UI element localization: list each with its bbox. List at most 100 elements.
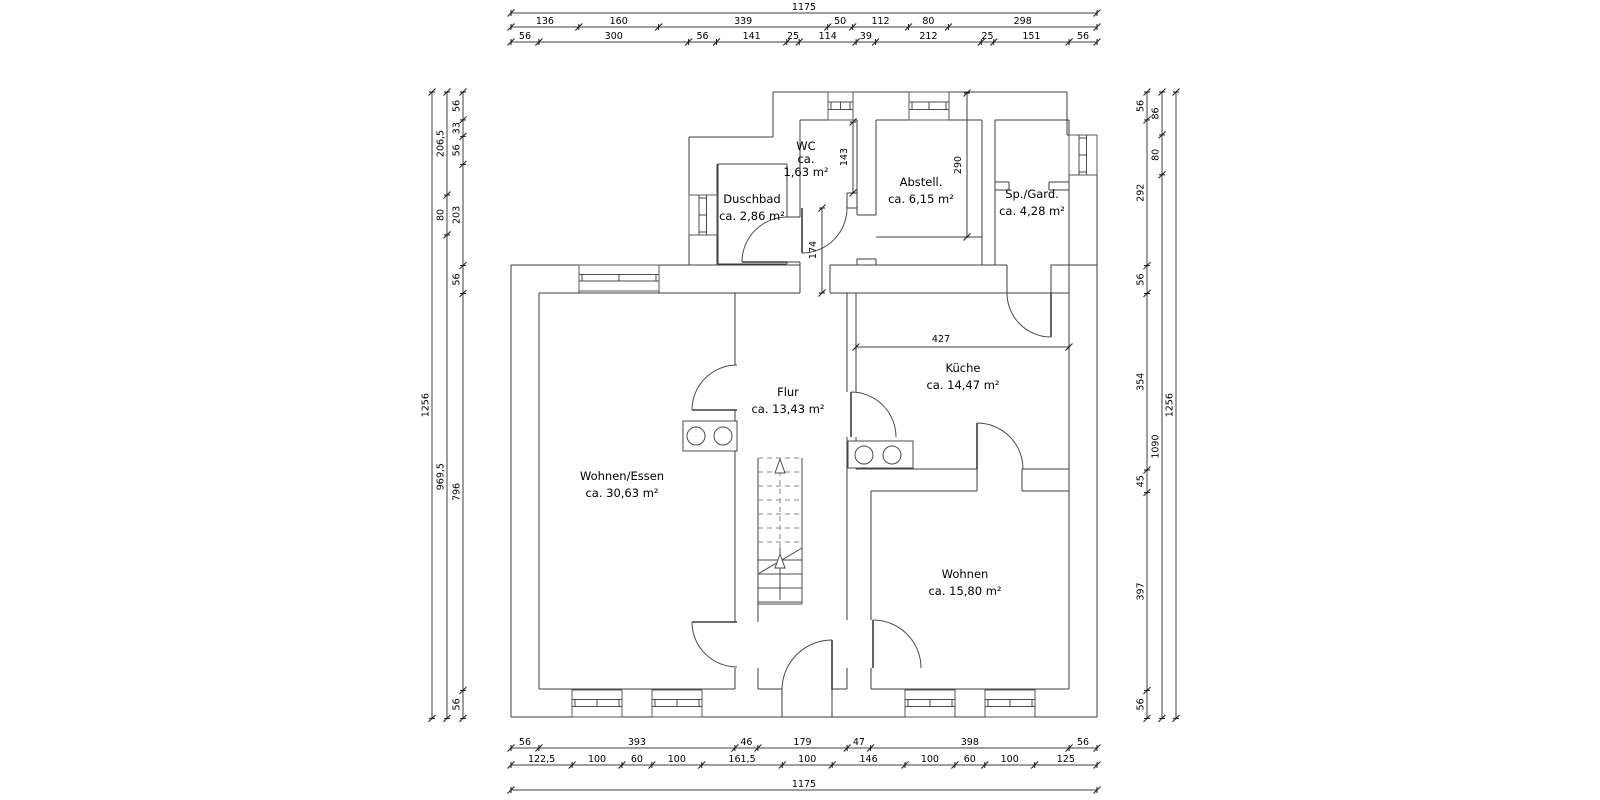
dimension-label: 1090 <box>1151 434 1162 458</box>
dimension-label: 397 <box>1136 582 1147 600</box>
dimension-label: 298 <box>1014 16 1032 27</box>
dimension-label: 56 <box>519 737 531 748</box>
door-kueche-wohnen-swing <box>976 422 1024 470</box>
dimension-label: 146 <box>860 754 878 765</box>
room-label-flur: Flur ca. 13,43 m² <box>751 385 824 416</box>
dimension-label: 39 <box>860 31 872 42</box>
interior-dimension: 143 <box>839 118 857 197</box>
dimension-label: 25 <box>981 31 993 42</box>
dimension-label: 56 <box>1136 698 1147 710</box>
room-label-text: Küche <box>946 361 981 375</box>
dimension-label: 46 <box>740 737 752 748</box>
dimension-label: 100 <box>1001 754 1019 765</box>
dimension-label: 203 <box>452 206 463 224</box>
room-label-text: WC <box>796 139 815 153</box>
dimension-label: 45 <box>1136 475 1147 487</box>
dimension-label: 143 <box>839 148 850 166</box>
window-symbol <box>571 689 623 718</box>
dimension-label: 56 <box>1136 100 1147 112</box>
dimension-label: 60 <box>631 754 643 765</box>
dimension-label: 56 <box>452 144 463 156</box>
dimension-label: 47 <box>853 737 865 748</box>
room-label-text: ca. 2,86 m² <box>719 209 785 223</box>
dimension-label: 56 <box>1136 273 1147 285</box>
door-wohnessen-hall-swing <box>691 621 738 668</box>
dimension-label: 292 <box>1136 184 1147 202</box>
dimension-label: 100 <box>798 754 816 765</box>
dimension-label: 141 <box>743 31 761 42</box>
dimension-label: 33 <box>452 122 463 134</box>
interior-dimension: 427 <box>852 334 1073 351</box>
room-label-text: Abstell. <box>900 175 943 189</box>
window-symbol <box>578 264 660 292</box>
dimension-label: 398 <box>961 737 979 748</box>
window-symbol <box>651 689 703 718</box>
dimension-label: 1256 <box>421 393 432 417</box>
staircase <box>757 457 803 605</box>
room-label-text: ca. <box>797 152 814 166</box>
basin-unit-flur <box>682 420 738 452</box>
dimension-label: 56 <box>1077 737 1089 748</box>
room-label-duschbad: Duschbad ca. 2,86 m² <box>719 192 785 223</box>
room-label-text: ca. 4,28 m² <box>999 204 1065 218</box>
room-label-text: ca. 13,43 m² <box>751 402 824 416</box>
basin-unit-kueche <box>847 440 914 469</box>
dimension-label: 80 <box>1151 149 1162 161</box>
dimension-label: 25 <box>787 31 799 42</box>
dimension-chain-bottom-total: 1175 <box>507 779 1101 794</box>
dimension-label: 1175 <box>792 2 816 13</box>
door-sp-gard-swing <box>1006 292 1052 338</box>
window-symbol <box>1068 134 1098 176</box>
window-symbol <box>908 91 950 121</box>
dimension-chain-top-total: 1175 <box>507 2 1101 17</box>
dimension-label: 796 <box>452 483 463 501</box>
room-label-text: Wohnen/Essen <box>580 469 664 483</box>
dimension-label: 136 <box>536 16 554 27</box>
dimension-label: 50 <box>834 16 846 27</box>
room-label-text: Wohnen <box>942 567 989 581</box>
dimension-label: 56 <box>452 100 463 112</box>
room-label-text: 1,63 m² <box>783 165 828 179</box>
dimension-label: 1256 <box>1165 393 1176 417</box>
dimension-label: 100 <box>921 754 939 765</box>
room-label-text: ca. 6,15 m² <box>888 192 954 206</box>
door-hall-wohnen-swing <box>872 619 922 669</box>
window-symbol <box>827 91 854 121</box>
dimension-label: 393 <box>628 737 646 748</box>
dimension-label: 60 <box>964 754 976 765</box>
dimension-label: 1175 <box>792 779 816 790</box>
dimension-label: 56 <box>1077 31 1089 42</box>
dimension-chain-left-total: 1256 <box>421 88 436 723</box>
room-label-text: Flur <box>777 385 799 399</box>
room-label-text: Duschbad <box>723 192 780 206</box>
dimension-label: 174 <box>808 241 819 259</box>
window-symbol <box>984 689 1036 718</box>
dimension-label: 212 <box>919 31 937 42</box>
dimension-label: 339 <box>734 16 752 27</box>
dimension-label: 56 <box>519 31 531 42</box>
dimension-label: 114 <box>819 31 837 42</box>
interior-dimension: 290 <box>953 89 971 241</box>
room-label-text: ca. 14,47 m² <box>926 378 999 392</box>
dimension-label: 100 <box>668 754 686 765</box>
dimension-label: 427 <box>932 334 950 345</box>
door-flur-wohnessen-swing <box>691 364 738 411</box>
door-wc-swing <box>801 207 848 254</box>
interior-dimension: 174 <box>808 204 826 297</box>
dimension-label: 161,5 <box>728 754 755 765</box>
door-duschbad-swing <box>741 216 788 263</box>
dimension-label: 969,5 <box>436 463 447 490</box>
dimension-label: 56 <box>452 273 463 285</box>
